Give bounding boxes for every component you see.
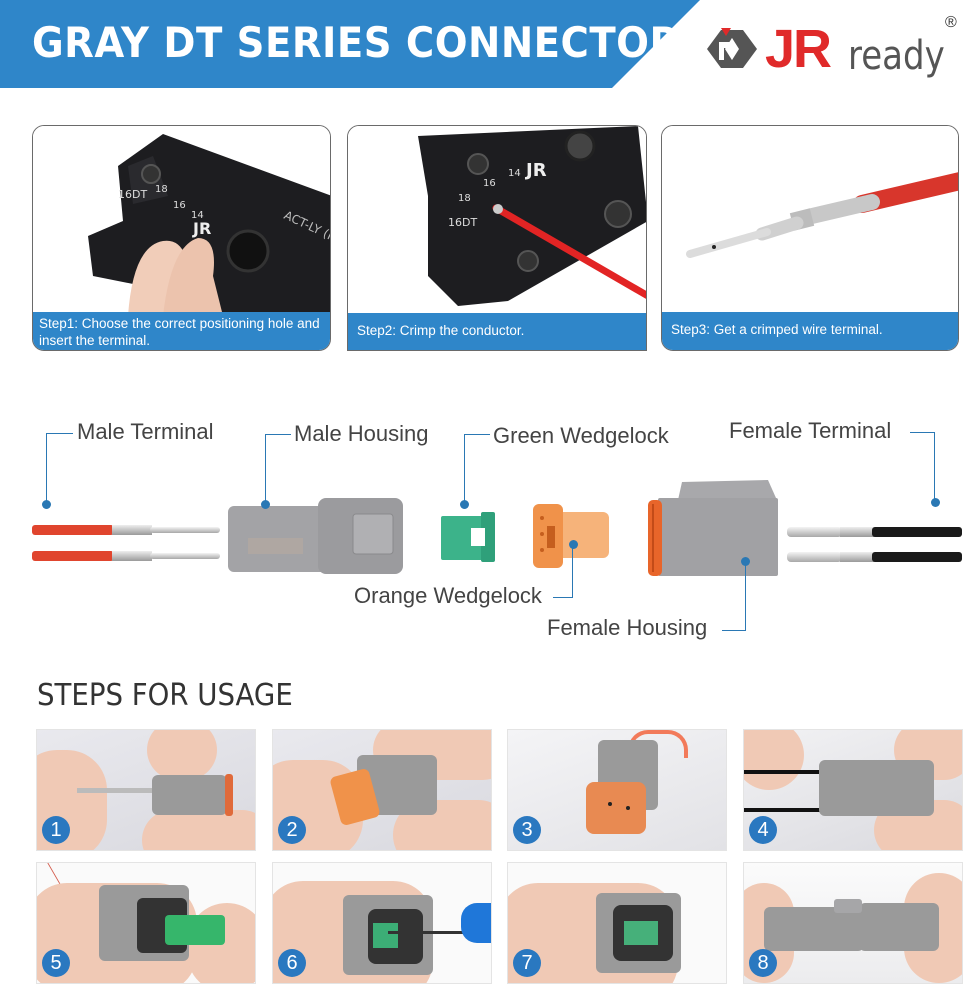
- label-male-housing: Male Housing: [294, 421, 429, 446]
- green-wedgelock-icon: [441, 512, 495, 562]
- label-orange-wedgelock: Orange Wedgelock: [354, 583, 542, 608]
- crimp-step-card-1: 16DT 18 16 14 JR ACT-LY (F) Step1: Choos…: [32, 125, 331, 351]
- label-female-terminal: Female Terminal: [729, 418, 892, 443]
- crimp-step-caption: Step3: Get a crimped wire terminal.: [662, 312, 958, 350]
- male-housing-icon: [228, 498, 403, 574]
- label-female-housing: Female Housing: [547, 615, 708, 640]
- brand-ready: ready: [848, 33, 945, 79]
- usage-step-3: 3: [507, 729, 727, 851]
- svg-text:18: 18: [155, 184, 168, 195]
- registered-mark: ®: [945, 14, 957, 31]
- usage-step-4: 4: [743, 729, 963, 851]
- female-housing-part: [648, 478, 778, 578]
- crimping-tool-icon: 16DT 18 16 14 JR: [418, 126, 646, 306]
- jr-logo-mark-icon: [707, 28, 757, 68]
- svg-text:16DT: 16DT: [448, 216, 477, 229]
- crimping-tool-photo: 16DT 18 16 14 JR ACT-LY (F): [33, 126, 330, 316]
- male-terminal-pin: [150, 527, 220, 533]
- usage-step-7: 7: [507, 862, 727, 984]
- crimp-step-card-2: 16DT 18 16 14 JR Step2: Crimp the conduc…: [347, 125, 647, 351]
- step-number-badge: 2: [278, 816, 306, 844]
- step-number-badge: 3: [513, 816, 541, 844]
- brand-jr: JR: [765, 19, 832, 79]
- crimp-step-caption: Step2: Crimp the conductor.: [348, 313, 646, 350]
- callout-dot: [42, 500, 51, 509]
- step-number-badge: 8: [749, 949, 777, 977]
- svg-text:16: 16: [483, 178, 496, 189]
- svg-text:JR: JR: [524, 160, 547, 181]
- crimp-step-caption: Step1: Choose the correct positioning ho…: [33, 312, 330, 350]
- step-number-badge: 1: [42, 816, 70, 844]
- crimped-terminal-icon: [686, 172, 958, 258]
- usage-step-1: 1: [36, 729, 256, 851]
- crimped-terminal-photo: [662, 126, 958, 314]
- orange-wedgelock-icon: [533, 504, 609, 568]
- crimping-tool-icon: 16DT 18 16 14 JR ACT-LY (F): [88, 134, 330, 316]
- title-banner: [0, 0, 700, 88]
- step-number-badge: 5: [42, 949, 70, 977]
- red-wire: [32, 551, 114, 561]
- label-green-wedgelock: Green Wedgelock: [493, 423, 669, 448]
- callout-dot: [261, 500, 270, 509]
- male-terminal-crimp: [112, 551, 152, 561]
- svg-text:14: 14: [508, 168, 521, 179]
- red-wire: [32, 525, 114, 535]
- leader-line: [722, 561, 746, 631]
- usage-step-2: 2: [272, 729, 492, 851]
- usage-step-5: 5: [36, 862, 256, 984]
- leader-line: [265, 434, 291, 504]
- svg-text:14: 14: [191, 210, 204, 221]
- svg-text:JR: JR: [192, 219, 211, 238]
- crimp-step-card-3: Step3: Get a crimped wire terminal.: [661, 125, 959, 351]
- black-wire: [872, 552, 962, 562]
- black-wire: [872, 527, 962, 537]
- step-number-badge: 4: [749, 816, 777, 844]
- brand-logo: JR ready ®: [705, 14, 965, 84]
- female-terminal-barrel: [787, 527, 842, 537]
- step-number-badge: 6: [278, 949, 306, 977]
- female-terminal-crimp: [840, 527, 876, 537]
- callout-dot: [931, 498, 940, 507]
- leader-line: [910, 432, 935, 502]
- female-terminal-barrel: [787, 552, 842, 562]
- female-housing-icon: [648, 480, 778, 576]
- leader-line: [553, 544, 573, 598]
- usage-step-6: 6: [272, 862, 492, 984]
- svg-text:16: 16: [173, 200, 186, 211]
- callout-dot: [569, 540, 578, 549]
- callout-dot: [460, 500, 469, 509]
- male-terminal-pin: [150, 553, 220, 559]
- usage-section-title: STEPS FOR USAGE: [37, 678, 293, 713]
- crimping-tool-photo: 16DT 18 16 14 JR: [348, 126, 646, 314]
- step-number-badge: 7: [513, 949, 541, 977]
- usage-step-8: 8: [743, 862, 963, 984]
- male-housing-part: [228, 496, 403, 576]
- tool-marking: 16DT: [118, 188, 147, 201]
- leader-line: [46, 433, 73, 504]
- page-title: GRAY DT SERIES CONNECTOR: [32, 18, 680, 67]
- male-terminal-crimp: [112, 525, 152, 535]
- leader-line: [464, 434, 490, 504]
- svg-text:18: 18: [458, 193, 471, 204]
- female-terminal-crimp: [840, 552, 876, 562]
- label-male-terminal: Male Terminal: [77, 419, 214, 444]
